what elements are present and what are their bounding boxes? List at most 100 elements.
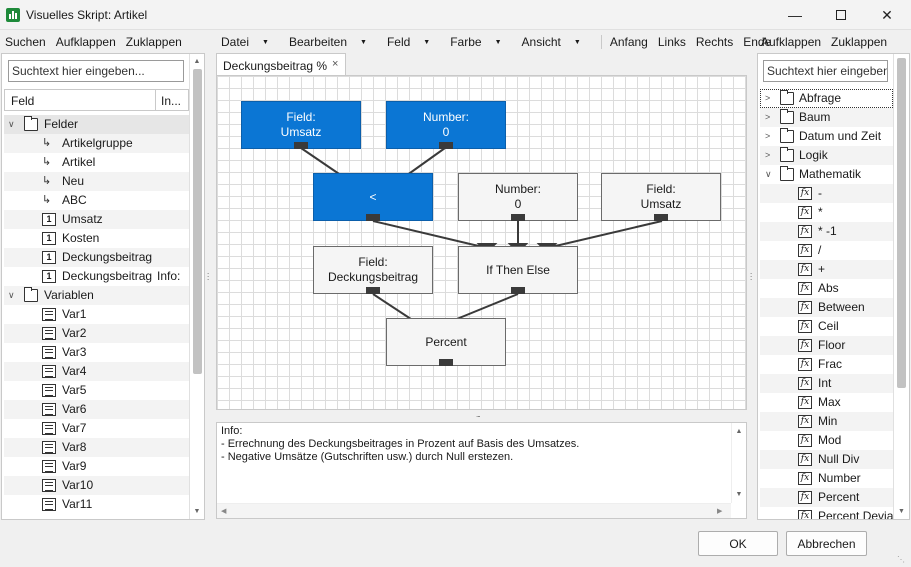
tree-item[interactable]: Var11	[4, 495, 189, 514]
node-percent[interactable]: Percent	[386, 318, 506, 366]
menu-end[interactable]: Ende	[743, 35, 772, 49]
minimize-button[interactable]: —	[772, 0, 818, 30]
field-search-input[interactable]: Suchtext hier eingeben...	[8, 60, 184, 82]
expand-button[interactable]: Aufklappen	[761, 35, 822, 49]
output-port[interactable]	[439, 359, 453, 366]
scroll-right-arrow-icon[interactable]: ▶	[717, 508, 723, 515]
scroll-down-arrow-icon[interactable]: ▼	[735, 490, 743, 498]
info-textarea[interactable]: Info: - Errechnung des Deckungsbeitrages…	[216, 422, 747, 519]
field-tree-scrollbar[interactable]: ▲ ▼	[189, 54, 204, 519]
tree-folder[interactable]: >Baum	[760, 108, 893, 127]
output-port[interactable]	[654, 214, 668, 221]
expand-button[interactable]: Aufklappen	[55, 35, 116, 49]
menu-file[interactable]: Datei▼	[221, 35, 269, 49]
node-less-than[interactable]: <	[313, 173, 433, 221]
script-canvas[interactable]: Field: Umsatz Number: 0 < Number: 0 Fiel…	[216, 75, 747, 410]
tree-folder[interactable]: ∨Variablen	[4, 286, 189, 305]
tree-item[interactable]: Var3	[4, 343, 189, 362]
function-item[interactable]: fx+	[760, 260, 893, 279]
output-port[interactable]	[366, 287, 380, 294]
menu-right[interactable]: Rechts	[695, 35, 734, 49]
chevron-down-icon[interactable]: ∨	[765, 169, 772, 179]
node-field-umsatz-b[interactable]: Field: Umsatz	[601, 173, 721, 221]
menu-edit[interactable]: Bearbeiten▼	[288, 35, 367, 49]
node-number-0-b[interactable]: Number: 0	[458, 173, 578, 221]
node-if-then-else[interactable]: If Then Else	[458, 246, 578, 294]
cancel-button[interactable]: Abbrechen	[786, 531, 867, 556]
tree-item[interactable]: Var9	[4, 457, 189, 476]
output-port[interactable]	[366, 214, 380, 221]
menu-start[interactable]: Anfang	[609, 35, 648, 49]
function-item[interactable]: fx-	[760, 184, 893, 203]
scroll-down-arrow-icon[interactable]: ▼	[193, 507, 201, 515]
function-item[interactable]: fx* -1	[760, 222, 893, 241]
chevron-right-icon[interactable]: >	[765, 131, 771, 141]
collapse-button[interactable]: Zuklappen	[831, 35, 888, 49]
tree-item[interactable]: ↳Artikelgruppe	[4, 134, 189, 153]
tree-item[interactable]: ↳ABC	[4, 191, 189, 210]
function-search-input[interactable]: Suchtext hier eingeben	[763, 60, 888, 82]
scroll-up-arrow-icon[interactable]: ▲	[193, 57, 201, 65]
scroll-down-arrow-icon[interactable]: ▼	[898, 507, 905, 515]
tree-item[interactable]: Var8	[4, 438, 189, 457]
tab-script[interactable]: Deckungsbeitrag % ×	[216, 53, 346, 76]
info-hscrollbar[interactable]: ◀ ▶	[217, 503, 731, 518]
info-vscrollbar[interactable]: ▲ ▼	[731, 423, 746, 503]
tree-item[interactable]: Var6	[4, 400, 189, 419]
function-item[interactable]: fx/	[760, 241, 893, 260]
right-splitter-handle[interactable]: ...	[750, 267, 753, 282]
horizontal-splitter-handle[interactable]: ...	[476, 410, 481, 419]
tree-item[interactable]: Var7	[4, 419, 189, 438]
output-port[interactable]	[511, 287, 525, 294]
node-field-deckungsbeitrag[interactable]: Field: Deckungsbeitrag	[313, 246, 433, 294]
output-port[interactable]	[511, 214, 525, 221]
close-button[interactable]: ✕	[864, 0, 910, 30]
scroll-thumb[interactable]	[897, 58, 906, 388]
tree-item[interactable]: ↳Artikel	[4, 153, 189, 172]
tree-folder[interactable]: ∨Mathematik	[760, 165, 893, 184]
tree-item[interactable]: ↳Neu	[4, 172, 189, 191]
chevron-down-icon[interactable]: ∨	[8, 119, 15, 129]
tree-folder[interactable]: >Abfrage	[760, 89, 893, 108]
resize-grip-icon[interactable]: ⋱	[897, 555, 905, 564]
tree-folder[interactable]: >Logik	[760, 146, 893, 165]
menu-color[interactable]: Farbe▼	[450, 35, 502, 49]
menu-field[interactable]: Feld▼	[386, 35, 431, 49]
tree-item[interactable]: Var2	[4, 324, 189, 343]
scroll-left-arrow-icon[interactable]: ◀	[221, 508, 227, 515]
left-splitter-handle[interactable]: ...	[207, 267, 210, 282]
chevron-down-icon[interactable]: ∨	[8, 290, 15, 300]
output-port[interactable]	[439, 142, 453, 149]
ok-button[interactable]: OK	[698, 531, 778, 556]
tree-item[interactable]: Var1	[4, 305, 189, 324]
tree-folder[interactable]: ∨Felder	[4, 115, 189, 134]
scroll-up-arrow-icon[interactable]: ▲	[735, 427, 743, 435]
chevron-right-icon[interactable]: >	[765, 112, 771, 122]
menu-view[interactable]: Ansicht▼	[521, 35, 581, 49]
tree-item[interactable]: Var10	[4, 476, 189, 495]
chevron-right-icon[interactable]: >	[765, 150, 771, 160]
tab-close-icon[interactable]: ×	[332, 58, 339, 70]
node-number-0[interactable]: Number: 0	[386, 101, 506, 149]
scroll-thumb[interactable]	[193, 69, 202, 374]
tree-folder[interactable]: >Datum und Zeit	[760, 127, 893, 146]
chevron-right-icon[interactable]: >	[765, 93, 771, 103]
maximize-button[interactable]	[818, 0, 864, 30]
tree-item[interactable]: Var4	[4, 362, 189, 381]
